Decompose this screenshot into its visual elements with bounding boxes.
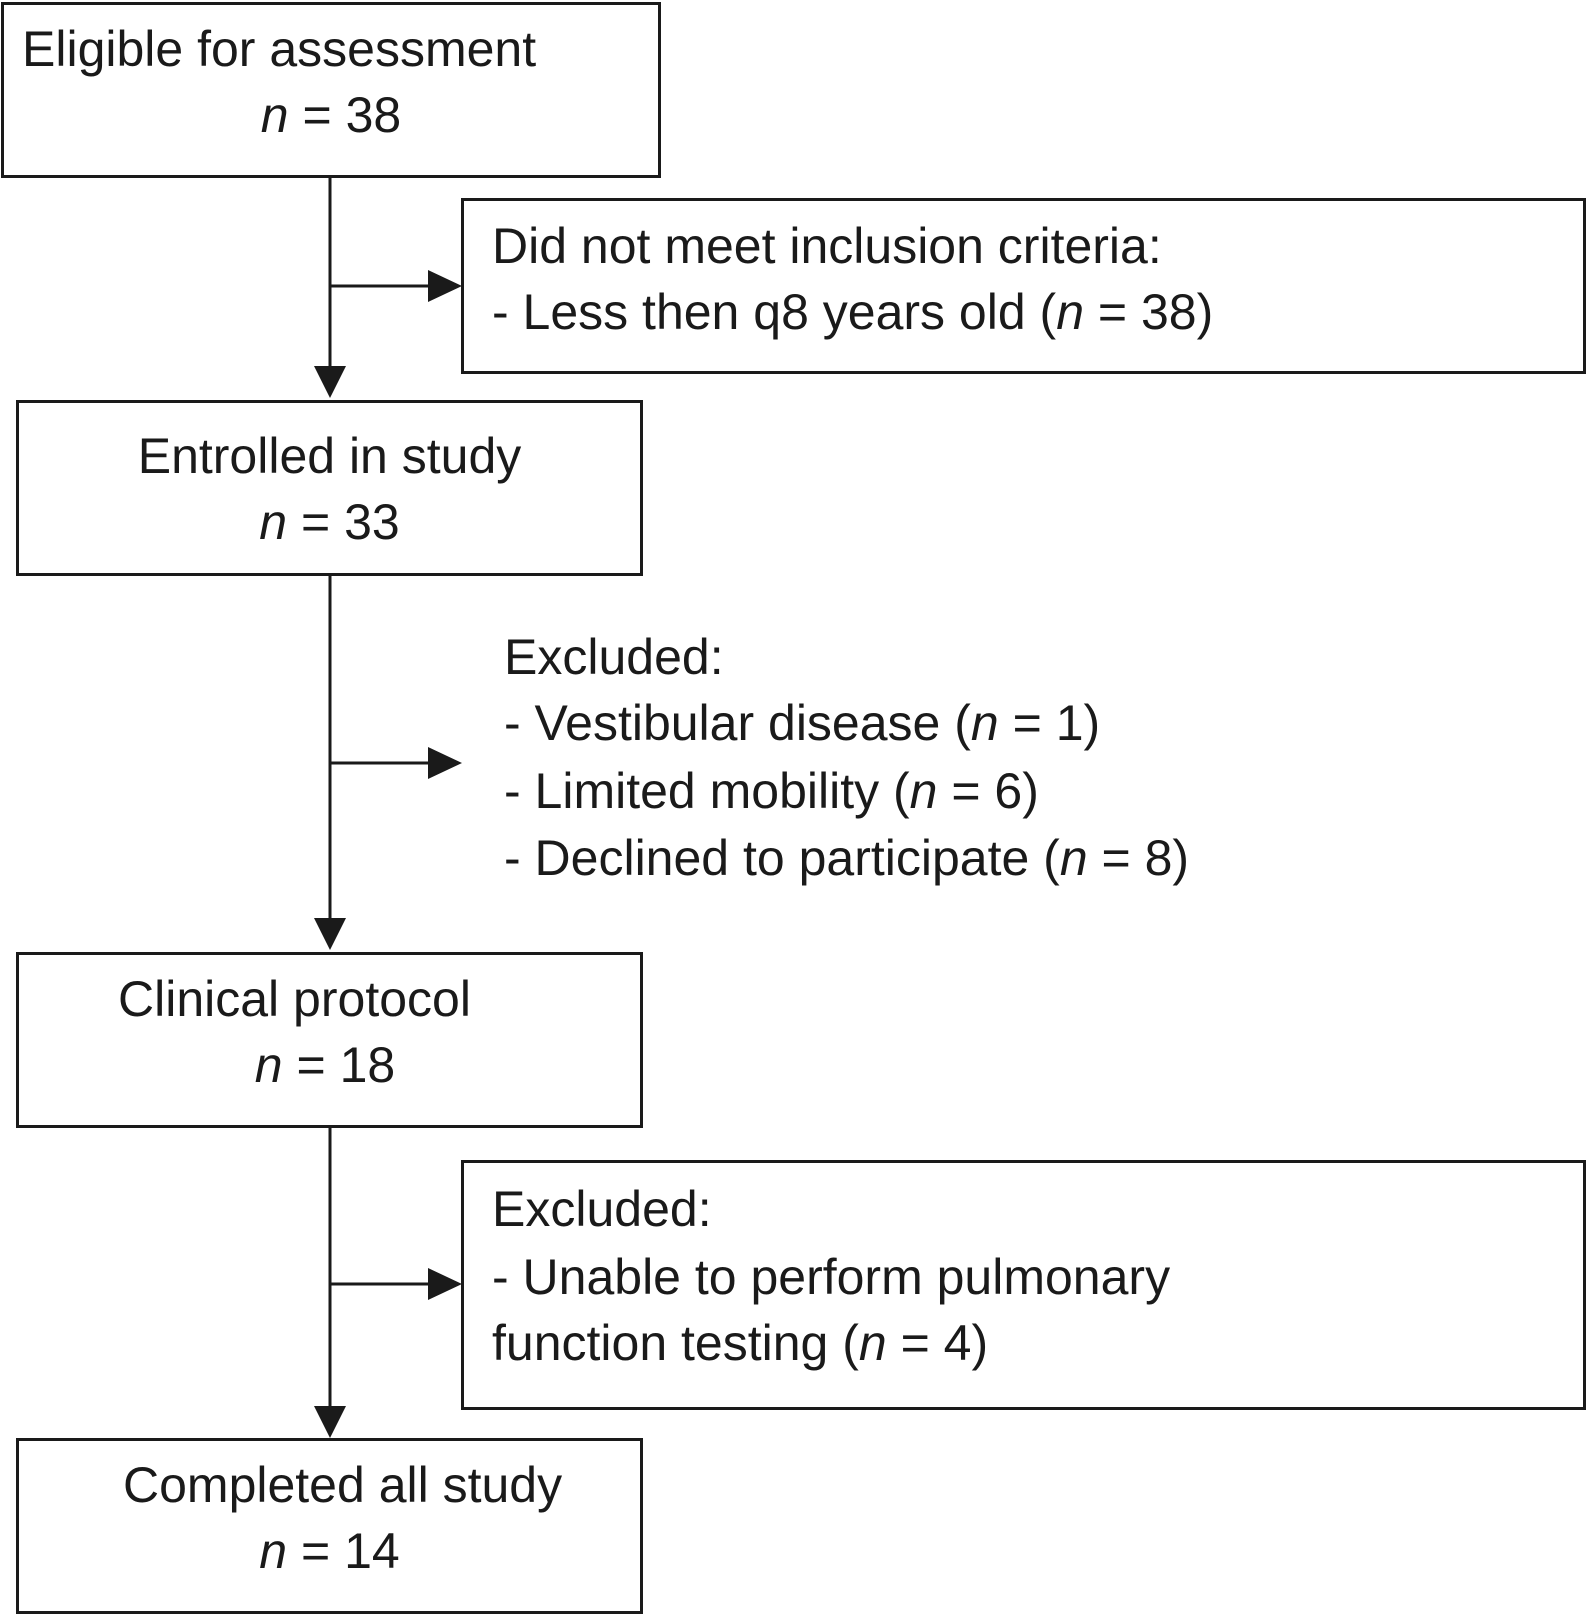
count-value: = 38 xyxy=(288,87,402,143)
arrowhead-enrolled xyxy=(314,366,346,398)
item-text: - Declined to participate ( xyxy=(504,830,1060,886)
item-text: - Vestibular disease ( xyxy=(504,695,971,751)
exclusion-2-item-mobility: - Limited mobility (n = 6) xyxy=(504,758,1039,824)
arrowhead-exclusion-2 xyxy=(428,747,462,779)
item-count: = 1) xyxy=(998,695,1101,751)
arrowhead-exclusion-3 xyxy=(428,1268,462,1300)
item-count: = 8) xyxy=(1087,830,1190,886)
n-symbol: n xyxy=(254,1037,283,1093)
exclusion-3-item-line1: - Unable to perform pulmonary xyxy=(492,1244,1170,1310)
item-text: - Limited mobility ( xyxy=(504,763,910,819)
count-value: = 18 xyxy=(282,1037,396,1093)
step-enrolled-box xyxy=(16,400,643,576)
count-value: = 14 xyxy=(287,1523,400,1579)
arrowhead-completed xyxy=(314,1406,346,1438)
step-enrolled-count: n = 33 xyxy=(16,489,643,555)
exclusion-3-heading: Excluded: xyxy=(492,1181,712,1237)
exclusion-inclusion-criteria-box xyxy=(461,198,1586,374)
n-symbol: n xyxy=(1059,830,1088,886)
step-clinical-count: n = 18 xyxy=(0,1032,650,1098)
exclusion-pulmonary-box xyxy=(461,1160,1586,1410)
item-count: = 38) xyxy=(1084,284,1214,340)
exclusion-2-item-vestibular: - Vestibular disease (n = 1) xyxy=(504,690,1100,756)
step-eligible-title: Eligible for assessment xyxy=(22,21,537,77)
step-completed-count: n = 14 xyxy=(16,1518,643,1584)
arrowhead-exclusion-1 xyxy=(428,270,462,302)
step-completed-title: Completed all study xyxy=(123,1457,563,1513)
step-eligible-count: n = 38 xyxy=(1,82,661,148)
exclusion-2-item-declined: - Declined to participate (n = 8) xyxy=(504,825,1189,891)
step-completed-box xyxy=(16,1438,643,1614)
n-symbol: n xyxy=(858,1315,887,1371)
step-eligible-box xyxy=(1,2,661,178)
item-text: - Less then q8 years old ( xyxy=(492,284,1057,340)
n-symbol: n xyxy=(970,695,999,751)
step-enrolled-title: Entrolled in study xyxy=(137,428,522,484)
exclusion-1-item: - Less then q8 years old (n = 38) xyxy=(492,279,1213,345)
count-value: = 33 xyxy=(287,494,400,550)
item-text: function testing ( xyxy=(492,1315,859,1371)
exclusion-1-heading: Did not meet inclusion criteria: xyxy=(492,218,1162,274)
step-clinical-box xyxy=(16,952,643,1128)
exclusion-3-item-line2: function testing (n = 4) xyxy=(492,1310,988,1376)
item-count: = 4) xyxy=(886,1315,989,1371)
n-symbol: n xyxy=(909,763,938,819)
n-symbol: n xyxy=(259,494,288,550)
exclusion-2-heading: Excluded: xyxy=(504,629,724,685)
n-symbol: n xyxy=(259,1523,288,1579)
n-symbol: n xyxy=(1056,284,1084,340)
step-clinical-title: Clinical protocol xyxy=(118,971,471,1027)
item-text: - Unable to perform pulmonary xyxy=(492,1249,1171,1305)
arrowhead-clinical xyxy=(314,918,346,950)
item-count: = 6) xyxy=(937,763,1039,819)
n-symbol: n xyxy=(260,87,289,143)
